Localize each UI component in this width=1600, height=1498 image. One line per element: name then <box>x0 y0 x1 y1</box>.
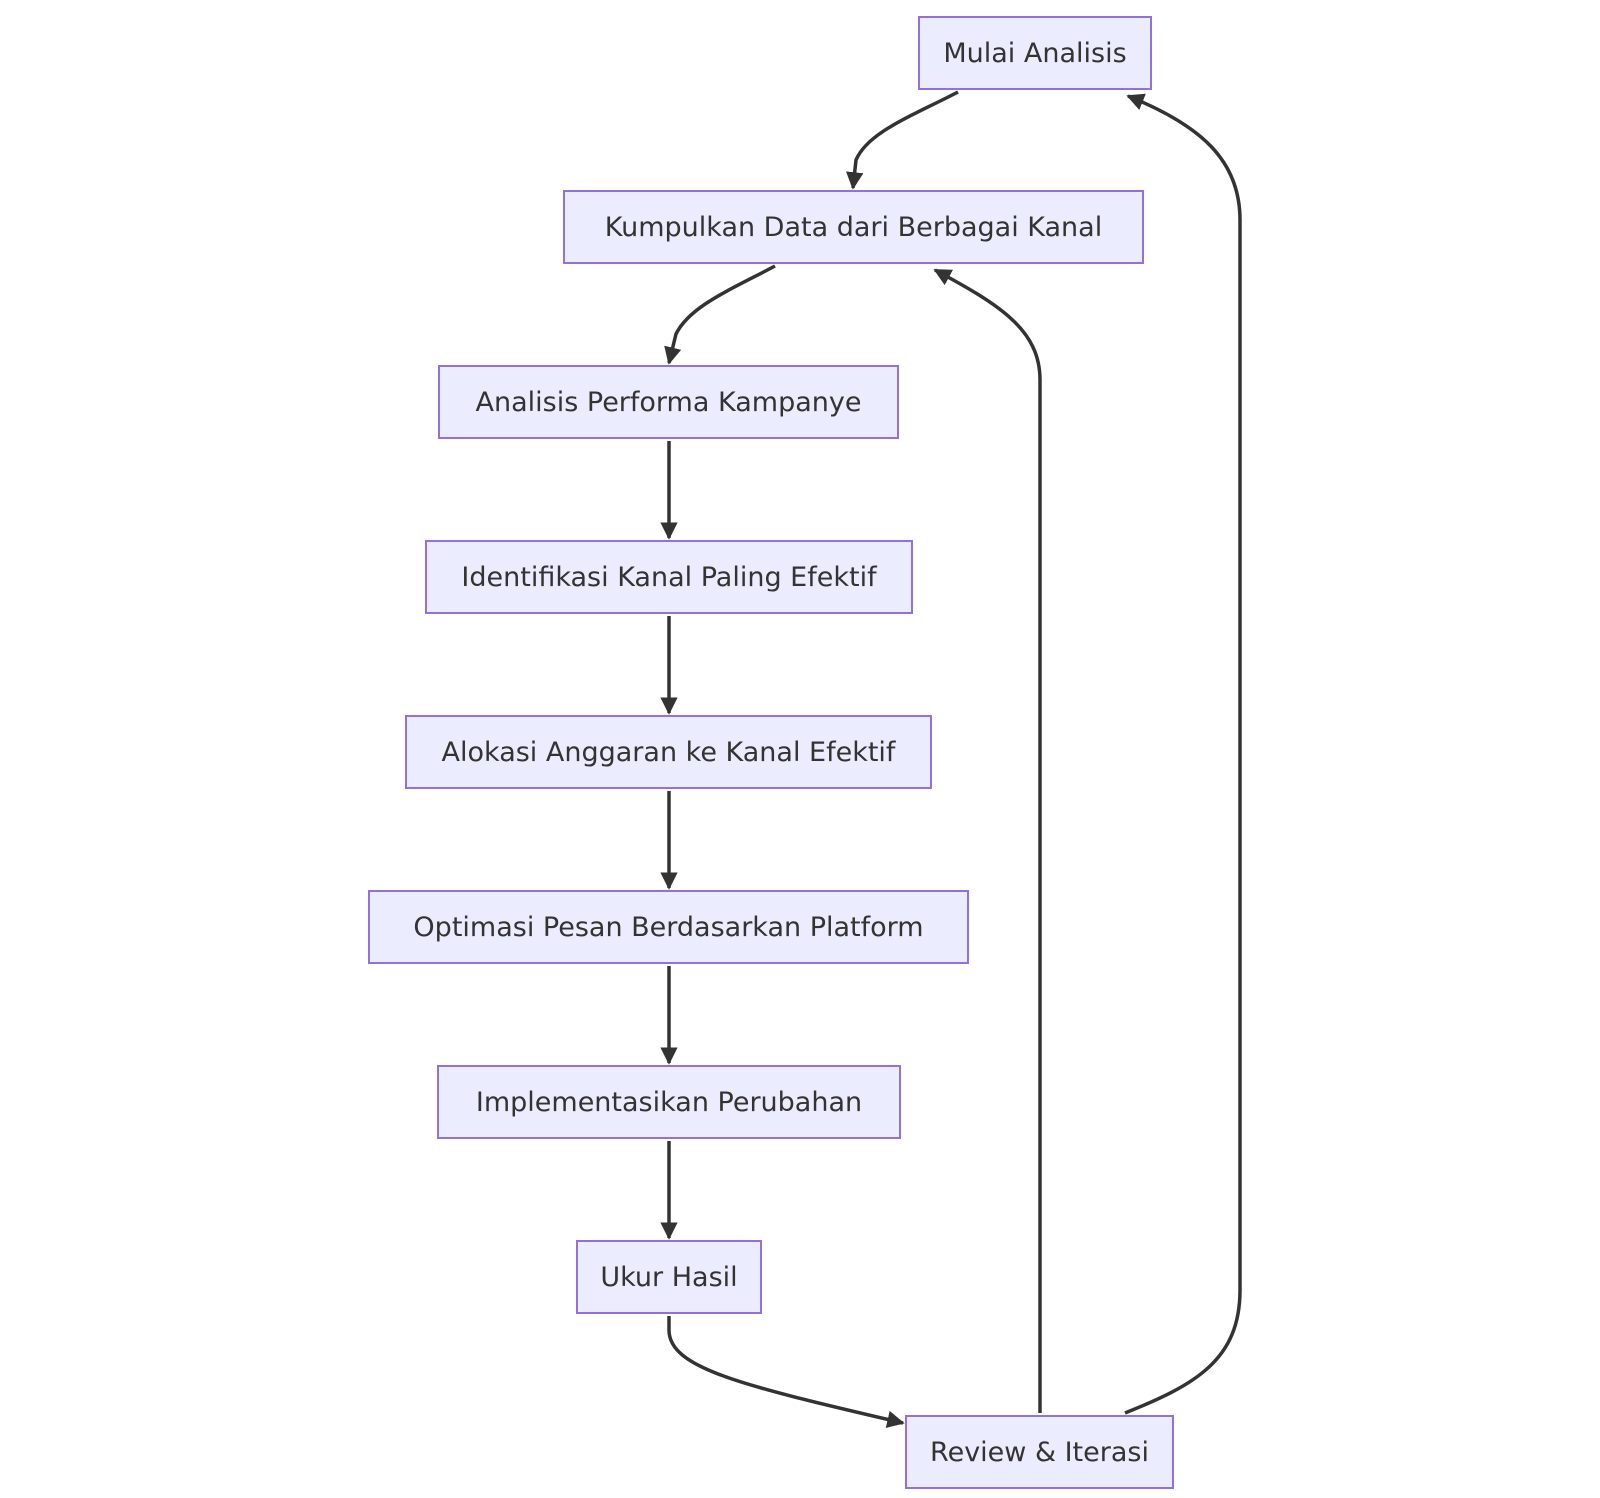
node-alokasi-anggaran: Alokasi Anggaran ke Kanal Efektif <box>405 715 932 789</box>
node-label: Alokasi Anggaran ke Kanal Efektif <box>441 736 896 768</box>
node-optimasi-pesan: Optimasi Pesan Berdasarkan Platform <box>368 890 969 964</box>
node-analisis-performa: Analisis Performa Kampanye <box>438 365 899 439</box>
edge-collect-to-analyze <box>664 264 776 365</box>
edge-measure-to-review <box>667 1316 905 1428</box>
node-review-iterasi: Review & Iterasi <box>905 1415 1174 1489</box>
node-identifikasi-kanal: Identifikasi Kanal Paling Efektif <box>425 540 913 614</box>
node-label: Ukur Hasil <box>600 1261 738 1293</box>
node-label: Analisis Performa Kampanye <box>475 386 862 418</box>
node-label: Optimasi Pesan Berdasarkan Platform <box>413 911 924 943</box>
node-label: Identifikasi Kanal Paling Efektif <box>461 561 877 593</box>
node-kumpulkan-data: Kumpulkan Data dari Berbagai Kanal <box>563 190 1144 264</box>
edge-review-to-start <box>1124 93 1242 1415</box>
edge-review-to-collect <box>933 268 1042 1413</box>
node-label: Review & Iterasi <box>930 1436 1149 1468</box>
node-label: Kumpulkan Data dari Berbagai Kanal <box>604 211 1103 243</box>
node-mulai-analisis: Mulai Analisis <box>918 16 1152 90</box>
node-implementasikan-perubahan: Implementasikan Perubahan <box>437 1065 901 1139</box>
node-ukur-hasil: Ukur Hasil <box>576 1240 762 1314</box>
node-label: Implementasikan Perubahan <box>475 1086 863 1118</box>
node-label: Mulai Analisis <box>943 37 1127 69</box>
edge-start-to-collect <box>845 90 959 190</box>
